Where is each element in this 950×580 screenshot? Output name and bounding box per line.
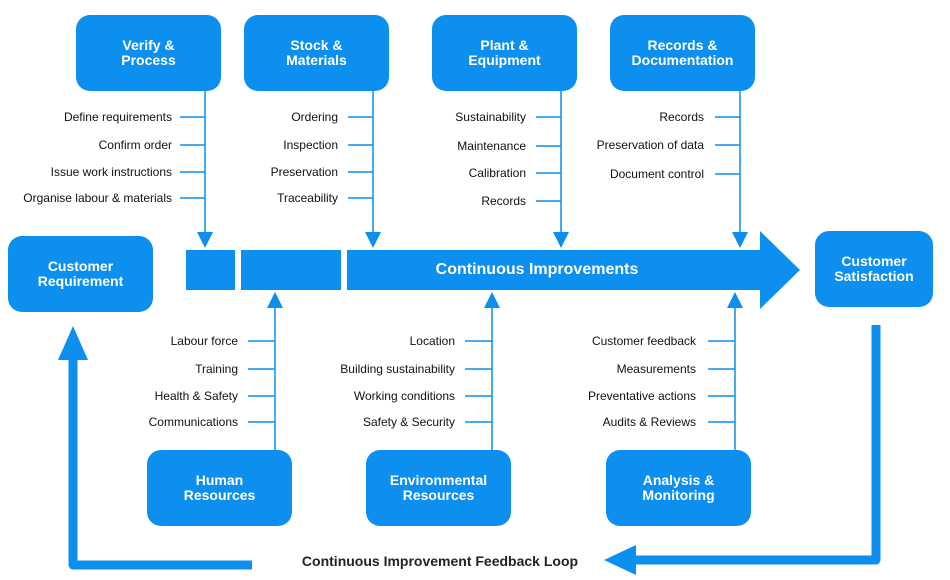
plant-item: Maintenance: [457, 139, 526, 153]
verify-process-box: Verify & Process: [76, 15, 221, 91]
records-documentation-box: Records & Documentation: [610, 15, 755, 91]
spine-segment-1: [186, 250, 235, 290]
customer-satisfaction-box: Customer Satisfaction: [815, 231, 933, 307]
continuous-improvements-arrow: [347, 231, 800, 309]
human-item: Training: [195, 362, 238, 376]
analysis-item: Measurements: [616, 362, 696, 376]
plant-equipment-box: Plant & Equipment: [432, 15, 577, 91]
stock-materials-box: Stock & Materials: [244, 15, 389, 91]
plant-item: Calibration: [468, 166, 526, 180]
feedback-loop-left: [68, 356, 252, 570]
environmental-item: Working conditions: [353, 389, 455, 403]
analysis-item: Customer feedback: [591, 334, 696, 348]
human-item: Communications: [148, 415, 238, 429]
continuous-improvements-label: Continuous Improvements: [435, 261, 639, 278]
customer-requirement-box: Customer Requirement: [8, 236, 153, 312]
stock-item: Inspection: [283, 138, 338, 152]
verify-item: Organise labour & materials: [23, 191, 172, 205]
arrowhead-stock: [365, 232, 381, 248]
feedback-loop-label: Continuous Improvement Feedback Loop: [301, 553, 579, 569]
verify-item: Issue work instructions: [50, 165, 172, 179]
records-item: Records: [659, 110, 704, 124]
plant-item: Sustainability: [455, 110, 526, 124]
environmental-item: Building sustainability: [340, 362, 455, 376]
environmental-item: Location: [409, 334, 455, 348]
records-item: Document control: [609, 167, 704, 181]
verify-item: Confirm order: [98, 138, 172, 152]
arrowhead-feedback-up: [58, 326, 88, 360]
analysis-monitoring-box: Analysis & Monitoring: [606, 450, 751, 526]
arrowhead-verify: [197, 232, 213, 248]
stock-item: Ordering: [291, 110, 338, 124]
arrowhead-records: [732, 232, 748, 248]
human-item: Labour force: [170, 334, 238, 348]
arrowhead-environmental: [484, 292, 500, 308]
arrowhead-human: [267, 292, 283, 308]
arrowhead-plant: [553, 232, 569, 248]
feedback-loop-right: [634, 325, 881, 565]
human-item: Health & Safety: [154, 389, 238, 403]
arrowhead-analysis: [727, 292, 743, 308]
analysis-item: Audits & Reviews: [602, 415, 696, 429]
verify-item: Define requirements: [63, 110, 172, 124]
stock-item: Preservation: [270, 165, 338, 179]
spine-segment-2: [241, 250, 341, 290]
environmental-resources-box: Environmental Resources: [366, 450, 511, 526]
stock-item: Traceability: [277, 191, 338, 205]
records-item: Preservation of data: [596, 138, 704, 152]
plant-item: Records: [481, 194, 526, 208]
environmental-item: Safety & Security: [362, 415, 455, 429]
arrowhead-feedback-left: [604, 545, 636, 575]
human-resources-box: Human Resources: [147, 450, 292, 526]
analysis-item: Preventative actions: [587, 389, 696, 403]
